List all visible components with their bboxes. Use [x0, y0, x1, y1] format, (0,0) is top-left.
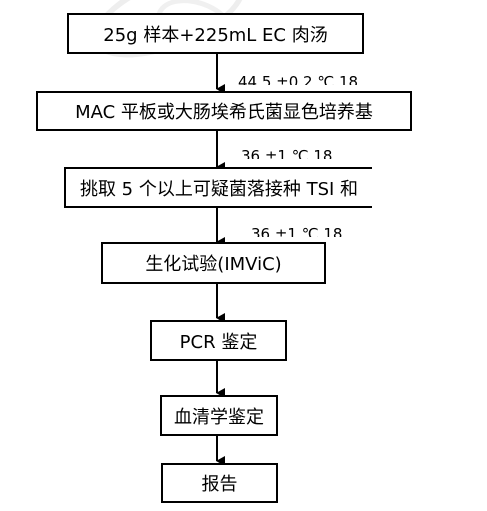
step-mac-plate-label: MAC 平板或大肠埃希氏菌显色培养基 [75, 102, 373, 123]
step-report: 报告 [161, 463, 278, 503]
condition-incubation-1: 44.5 ±0.2 ℃ 18 [238, 73, 359, 85]
step-sample-broth-label: 25g 样本+225mL EC 肉汤 [103, 24, 328, 46]
step-pcr-label: PCR 鉴定 [179, 331, 258, 353]
step-biochemical-test-label: 生化试验(IMViC) [145, 254, 282, 275]
step-biochemical-test: 生化试验(IMViC) [101, 242, 326, 284]
step-sample-broth: 25g 样本+225mL EC 肉汤 [67, 13, 364, 54]
condition-incubation-3: 36 ±1 ℃ 18 [251, 225, 343, 237]
step-serology: 血清学鉴定 [160, 395, 278, 436]
step-mac-plate: MAC 平板或大肠埃希氏菌显色培养基 [36, 91, 412, 131]
step-pcr: PCR 鉴定 [150, 320, 287, 361]
step-serology-label: 血清学鉴定 [174, 406, 264, 428]
condition-incubation-2: 36 ±1 ℃ 18 [241, 147, 333, 159]
step-pick-colonies: 挑取 5 个以上可疑菌落接种 TSI 和 [64, 167, 372, 208]
step-pick-colonies-label: 挑取 5 个以上可疑菌落接种 TSI 和 [79, 178, 359, 200]
step-report-label: 报告 [201, 474, 238, 495]
